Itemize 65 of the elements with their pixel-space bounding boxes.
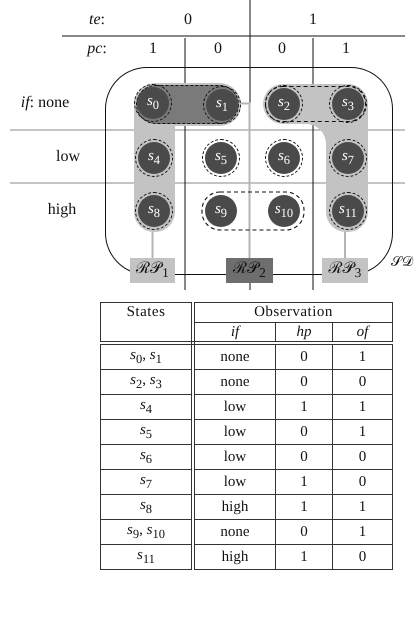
axis-value: 1 (149, 41, 157, 57)
row-label: if: none (20, 95, 70, 111)
region-label: ℛ𝒫$_{1}$ (130, 258, 175, 283)
table-cell: s$_{0}$, s$_{1}$ (100, 343, 193, 370)
state-circle: s$_{9}$ (205, 195, 237, 227)
table-cell: 0 (276, 520, 332, 544)
table-cell: 1 (332, 343, 392, 370)
table-cell: s$_{5}$ (100, 420, 193, 444)
axis-value: 1 (309, 12, 317, 28)
axis-label: te: (89, 12, 105, 28)
table-cell: 1 (332, 494, 392, 520)
table-cell: 0 (276, 420, 332, 444)
table-cell: 0 (332, 370, 392, 394)
table-cell: s$_{4}$ (100, 394, 193, 420)
state-circle: s$_{5}$ (202, 139, 240, 177)
table-cell: 1 (276, 470, 332, 494)
table-cell: 1 (276, 494, 332, 520)
table-cell: 0 (276, 444, 332, 470)
column-header: of (332, 322, 392, 343)
axis-value: 0 (214, 41, 222, 57)
leader-line (152, 231, 154, 258)
axis-label: pc: (87, 41, 107, 57)
table-cell: 1 (332, 520, 392, 544)
region-label: ℛ𝒫$_{2}$ (226, 258, 273, 283)
table-cell: s$_{7}$ (100, 470, 193, 494)
table-cell: s$_{6}$ (100, 444, 193, 470)
leader-line (344, 231, 346, 258)
state-circle: s$_{4}$ (135, 139, 173, 177)
table-cell: 0 (276, 370, 332, 394)
column-header: Observation (193, 302, 392, 322)
state-circle: s$_{8}$ (135, 192, 173, 230)
table-cell: 1 (276, 544, 332, 570)
axis-value: 0 (278, 41, 286, 57)
table-cell: low (193, 394, 276, 420)
state-circle: s$_{6}$ (265, 139, 303, 177)
region-name: 𝒮𝒟 (391, 256, 413, 270)
table-cell: s$_{8}$ (100, 494, 193, 520)
column-header: hp (276, 322, 332, 343)
state-circle: s$_{10}$ (268, 195, 300, 227)
table-cell: low (193, 444, 276, 470)
table-cell: 0 (332, 444, 392, 470)
table-cell: s$_{2}$, s$_{3}$ (100, 370, 193, 394)
table-cell: 1 (332, 420, 392, 444)
table-cell: none (193, 520, 276, 544)
table-cell: low (193, 470, 276, 494)
axis-value: 1 (342, 41, 350, 57)
table-cell: s$_{9}$, s$_{10}$ (100, 520, 193, 544)
column-header: if (193, 322, 276, 343)
region-label: ℛ𝒫$_{3}$ (322, 258, 368, 283)
table-cell: 1 (276, 394, 332, 420)
table-cell: 1 (332, 394, 392, 420)
table-cell: 0 (276, 343, 332, 370)
table-cell: low (193, 420, 276, 444)
table-cell: 0 (332, 544, 392, 570)
state-circle: s$_{1}$ (203, 86, 241, 124)
row-label: low (56, 149, 80, 165)
table-cell: high (193, 544, 276, 570)
column-header: States (100, 302, 193, 343)
table-cell: none (193, 343, 276, 370)
table-cell: 0 (332, 470, 392, 494)
table-cell: high (193, 494, 276, 520)
axis-value: 0 (184, 12, 192, 28)
row-label: high (48, 202, 76, 218)
table-cell: s$_{11}$ (100, 544, 193, 570)
table-cell: none (193, 370, 276, 394)
